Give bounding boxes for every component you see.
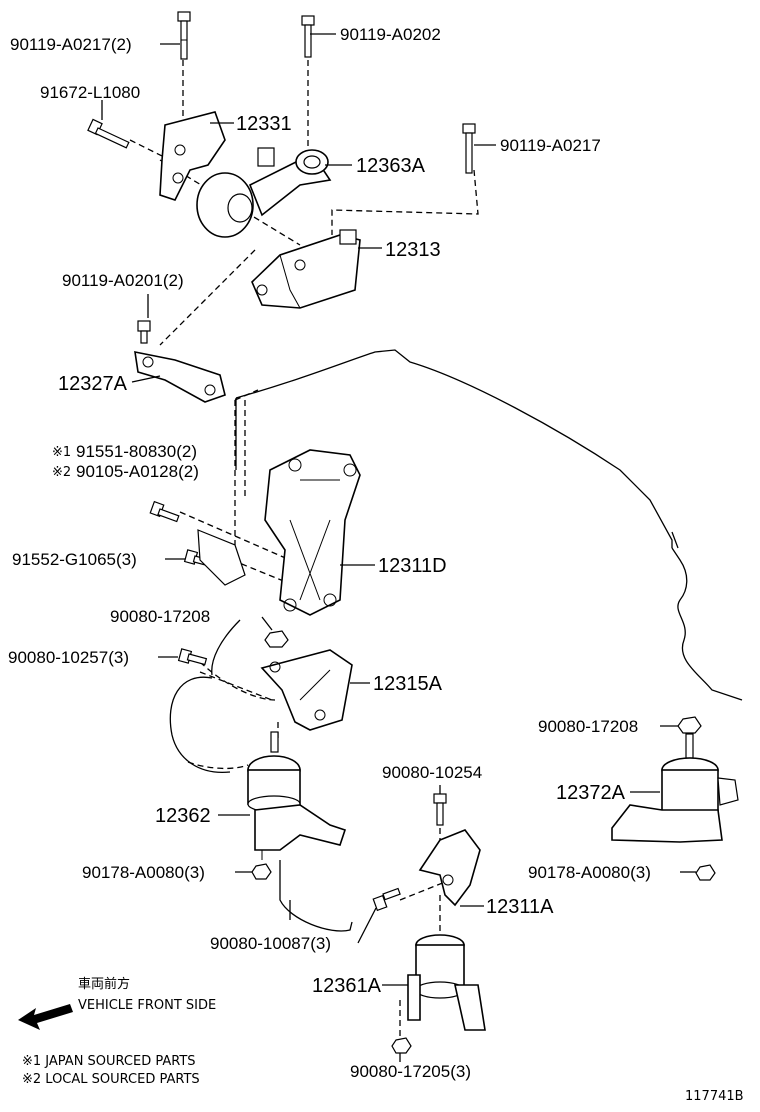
vehicle-front-indicator: 車両前方 VEHICLE FRONT SIDE	[18, 976, 216, 1030]
footnote-local-sourced: ※2 LOCAL SOURCED PARTS	[22, 1072, 200, 1087]
label-90080-17208-b: 90080-17208	[538, 717, 638, 736]
bracket-12331-icon	[159, 111, 226, 201]
part-labels: 90119-A0217(2) 90119-A0202 91672-L1080 1…	[8, 25, 651, 1081]
nut-90080-17205-icon	[391, 1037, 412, 1054]
bolt-90119-a0201-icon	[137, 320, 151, 344]
label-90080-10254: 90080-10254	[382, 763, 482, 782]
nut-90080-17208-a-icon	[264, 630, 289, 648]
marker-local-sourced: ※2	[52, 465, 71, 480]
label-90080-17208-a: 90080-17208	[110, 607, 210, 626]
nut-90080-17208-b-icon	[677, 716, 702, 734]
label-90119-a0202: 90119-A0202	[340, 25, 441, 44]
label-90080-10087-3: 90080-10087(3)	[210, 934, 331, 953]
bolt-91672-l1080-icon	[87, 118, 130, 149]
nut-90178-a0080-b-icon	[695, 864, 716, 881]
label-12315a: 12315A	[373, 673, 443, 695]
label-12361a: 12361A	[312, 975, 382, 997]
mount-12372a-icon	[611, 733, 739, 843]
bolt-91551-80830-icon	[149, 500, 180, 523]
mount-12362-icon	[247, 731, 347, 860]
label-90178-a0080-3-b: 90178-A0080(3)	[528, 863, 651, 882]
label-91552-g1065-3: 91552-G1065(3)	[12, 550, 137, 569]
bolt-90119-a0202-icon	[301, 15, 315, 58]
direction-en-label: VEHICLE FRONT SIDE	[78, 998, 216, 1013]
direction-jp-label: 車両前方	[78, 976, 130, 992]
label-90119-a0217: 90119-A0217	[500, 136, 601, 155]
bolt-90119-a0217-icon	[462, 123, 476, 174]
front-direction-arrow-icon	[18, 1004, 73, 1030]
bracket-12315a-icon	[260, 649, 353, 731]
footnote-japan-sourced: ※1 JAPAN SOURCED PARTS	[22, 1054, 196, 1069]
engine-outline	[235, 349, 743, 701]
bolt-90080-10254-icon	[433, 793, 447, 826]
label-90080-17205-3: 90080-17205(3)	[350, 1062, 471, 1081]
label-12311d: 12311D	[378, 555, 447, 577]
label-12331: 12331	[236, 113, 292, 135]
figure-id: 117741B	[685, 1089, 744, 1104]
bracket-12311d-icon	[197, 449, 361, 616]
bolt-90080-10257-icon	[177, 648, 208, 666]
mount-12361a-icon	[407, 934, 486, 1031]
label-12372a: 12372A	[556, 782, 626, 804]
bracket-12313-icon	[251, 229, 361, 309]
label-90105-a0128-2: 90105-A0128(2)	[76, 462, 199, 481]
label-91551-80830-2: 91551-80830(2)	[76, 442, 197, 461]
leader-lines	[101, 33, 696, 1062]
label-91672-l1080: 91672-L1080	[40, 83, 140, 102]
footnotes: ※1 JAPAN SOURCED PARTS ※2 LOCAL SOURCED …	[22, 1054, 744, 1104]
bolt-90080-10087-icon	[372, 887, 401, 912]
bracket-12311a-icon	[418, 829, 481, 907]
mount-12363a-icon	[196, 147, 332, 238]
label-90178-a0080-3-a: 90178-A0080(3)	[82, 863, 205, 882]
transmission-outline	[169, 619, 353, 932]
label-12362: 12362	[155, 805, 211, 827]
label-12311a: 12311A	[486, 896, 554, 918]
marker-japan-sourced: ※1	[52, 445, 71, 460]
bracket-12327a-icon	[134, 350, 226, 403]
label-12313: 12313	[385, 239, 441, 261]
bolt-90119-a0217-2-icon	[177, 11, 191, 60]
label-12327a: 12327A	[58, 373, 128, 395]
nut-90178-a0080-a-icon	[251, 863, 272, 880]
label-90080-10257-3: 90080-10257(3)	[8, 648, 129, 667]
label-90119-a0217-2: 90119-A0217(2)	[10, 35, 132, 54]
label-90119-a0201-2: 90119-A0201(2)	[62, 271, 184, 290]
label-12363a: 12363A	[356, 155, 426, 177]
